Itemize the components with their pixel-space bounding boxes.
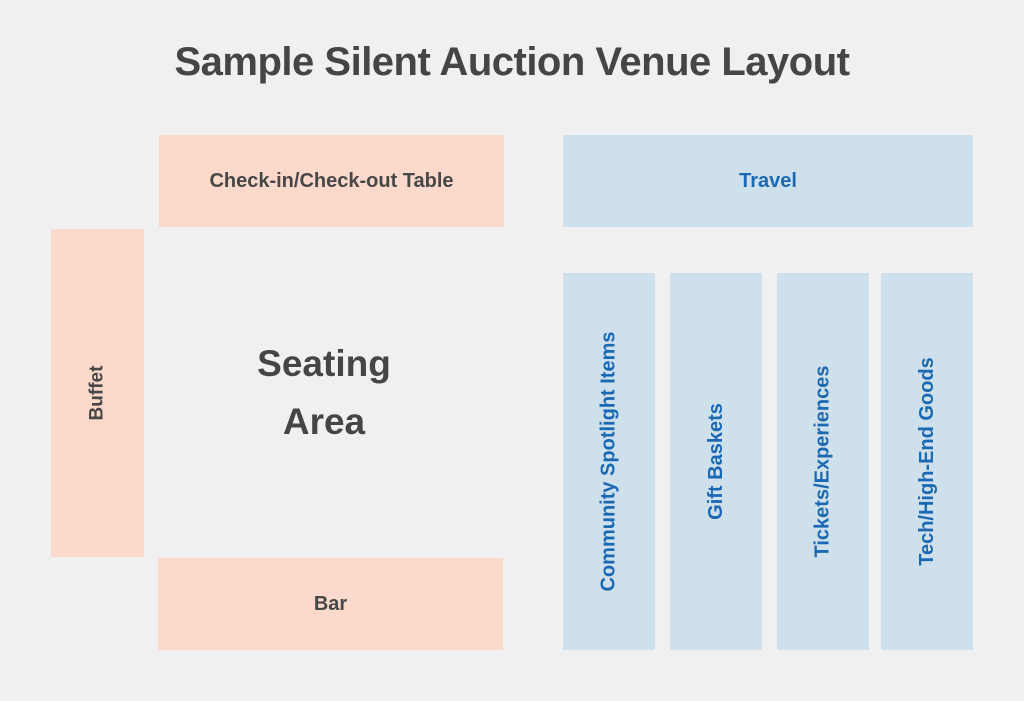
zone-buffet: Buffet — [51, 229, 144, 557]
zone-label: Travel — [739, 169, 797, 192]
seating-area-label-line1: Seating — [257, 343, 391, 385]
page-title: Sample Silent Auction Venue Layout — [174, 40, 850, 84]
zone-checkin-checkout-table: Check-in/Check-out Table — [159, 135, 504, 227]
zone-tickets-experiences: Tickets/Experiences — [777, 273, 869, 650]
zone-label: Bar — [313, 592, 348, 615]
zone-travel: Travel — [563, 135, 973, 227]
zone-community-spotlight-items: Community Spotlight Items — [563, 273, 655, 650]
zone-label: Gift Baskets — [704, 403, 727, 520]
zone-seating-area: Seating Area — [144, 227, 504, 558]
zone-label: Check-in/Check-out Table — [209, 169, 454, 192]
zone-bar: Bar — [158, 558, 503, 650]
zone-label: Tech/High-End Goods — [915, 357, 938, 566]
zone-label: Community Spotlight Items — [597, 331, 620, 592]
zone-label: Tickets/Experiences — [811, 365, 834, 558]
zone-gift-baskets: Gift Baskets — [670, 273, 762, 650]
zone-label: Buffet — [86, 365, 108, 421]
seating-area-label-line2: Area — [282, 400, 366, 442]
zone-tech-high-end-goods: Tech/High-End Goods — [881, 273, 973, 650]
